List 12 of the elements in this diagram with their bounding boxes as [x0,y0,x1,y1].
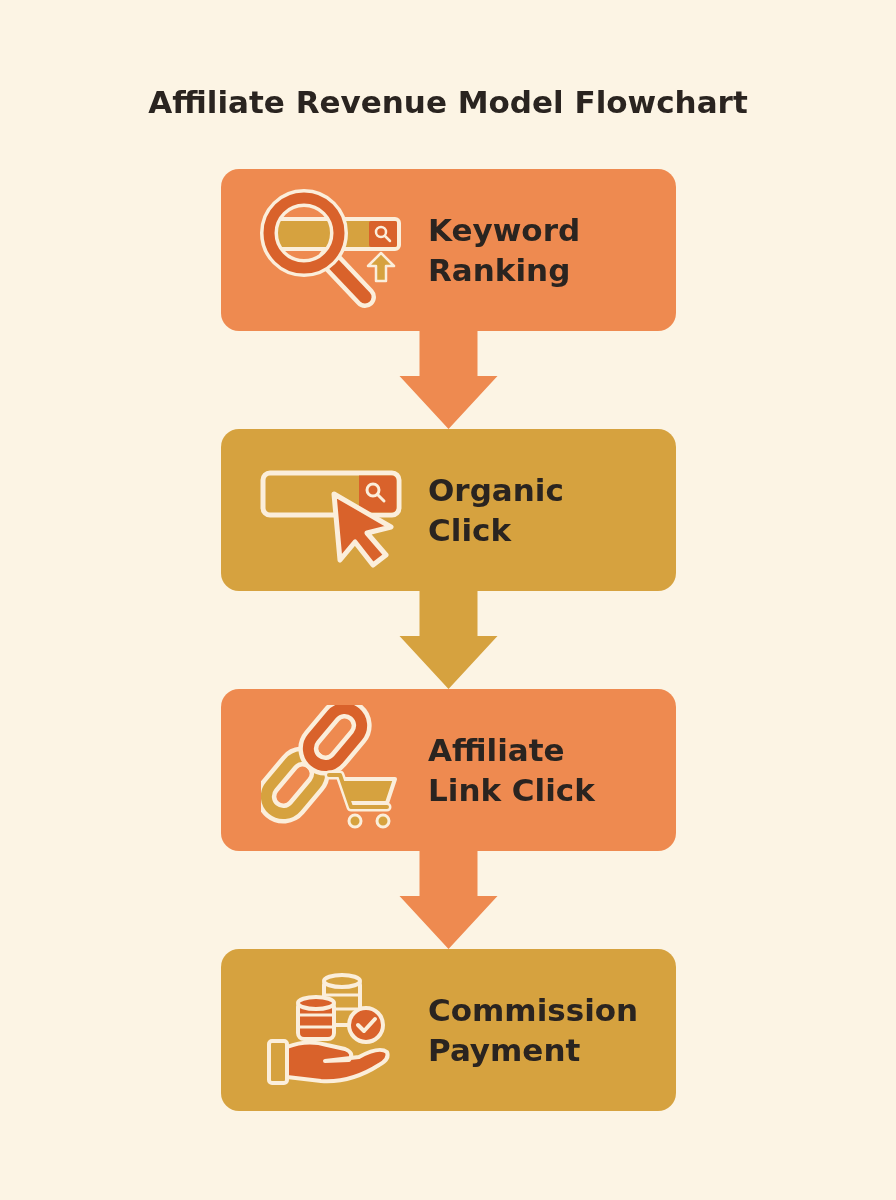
block-arrow [399,851,498,949]
block-arrow [399,331,498,429]
step-label: Commission Payment [428,991,640,1070]
process-box [221,689,676,851]
diagram-title: Affiliate Revenue Model Flowchart [148,84,748,120]
process-box [221,429,676,591]
step-label: Affiliate Link Click [428,731,596,810]
step-label: Keyword Ranking [428,211,582,290]
block-arrow [399,591,498,689]
step-label: Organic Click [428,471,565,550]
process-box [221,169,676,331]
process-box [221,949,676,1111]
